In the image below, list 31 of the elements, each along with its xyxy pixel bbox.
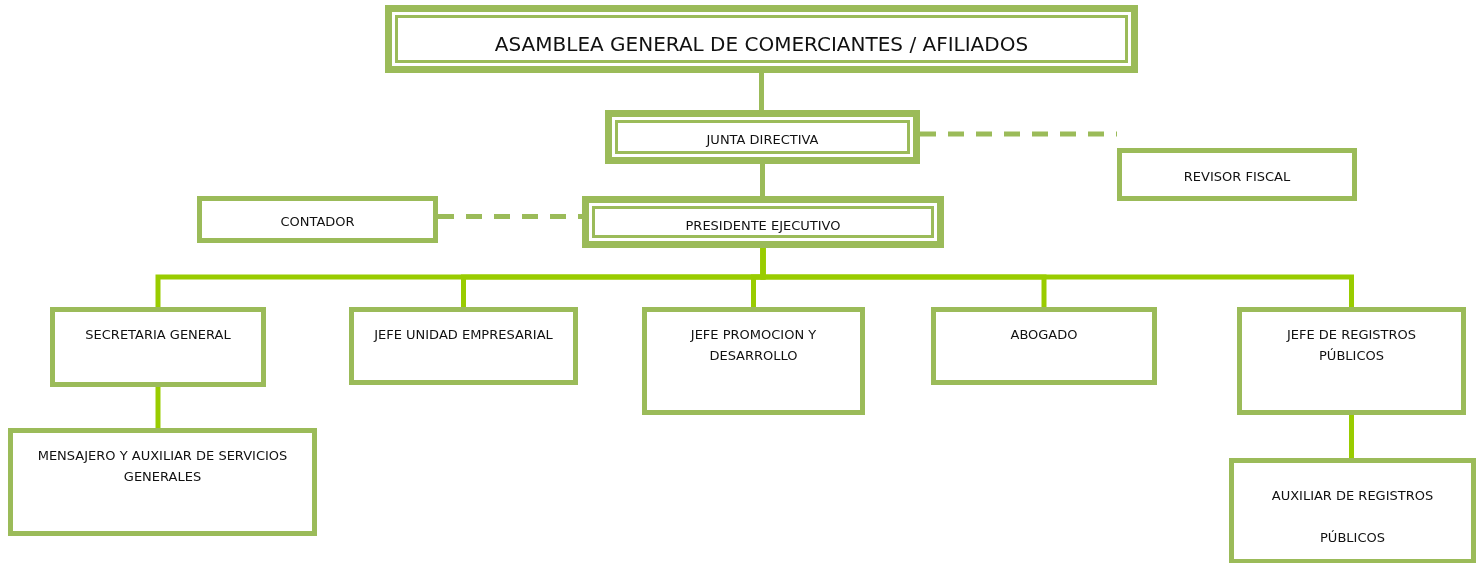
connector-line — [759, 73, 764, 110]
org-box — [197, 196, 438, 243]
org-box — [931, 307, 1157, 385]
dashed-connector — [438, 214, 582, 219]
org-box — [642, 307, 865, 415]
org-box — [8, 428, 317, 536]
org-box — [50, 307, 266, 387]
role-label: SECRETARIA GENERAL — [85, 326, 231, 344]
role-label: CONTADOR — [280, 213, 355, 231]
role-label: AUXILIAR DE REGISTROS PÚBLICOS — [1270, 487, 1435, 547]
org-box — [1237, 307, 1466, 415]
org-box — [349, 307, 578, 385]
org-box — [1229, 458, 1476, 563]
role-label: JUNTA DIRECTIVA — [706, 131, 819, 149]
role-label: PRESIDENTE EJECUTIVO — [685, 217, 841, 235]
org-box — [605, 110, 920, 164]
role-label: ABOGADO — [1010, 326, 1078, 344]
role-label: JEFE PROMOCION Y DESARROLLO — [689, 326, 818, 365]
role-label: JEFE DE REGISTROS PÚBLICOS — [1285, 326, 1418, 365]
dashed-connector — [920, 131, 1117, 137]
role-label: REVISOR FISCAL — [1183, 168, 1291, 186]
connector-line — [155, 387, 161, 428]
connector-line — [760, 164, 765, 196]
org-box — [582, 196, 944, 248]
connector-line — [760, 248, 1354, 307]
role-label: JEFE UNIDAD EMPRESARIAL — [374, 326, 553, 344]
role-label: MENSAJERO Y AUXILIAR DE SERVICIOS GENERALES — [36, 447, 289, 486]
role-label: ASAMBLEA GENERAL DE COMERCIANTES / AFILIADOS — [494, 34, 1029, 55]
org-box — [385, 5, 1138, 73]
org-box — [1117, 148, 1357, 201]
connector-line — [1349, 415, 1354, 458]
